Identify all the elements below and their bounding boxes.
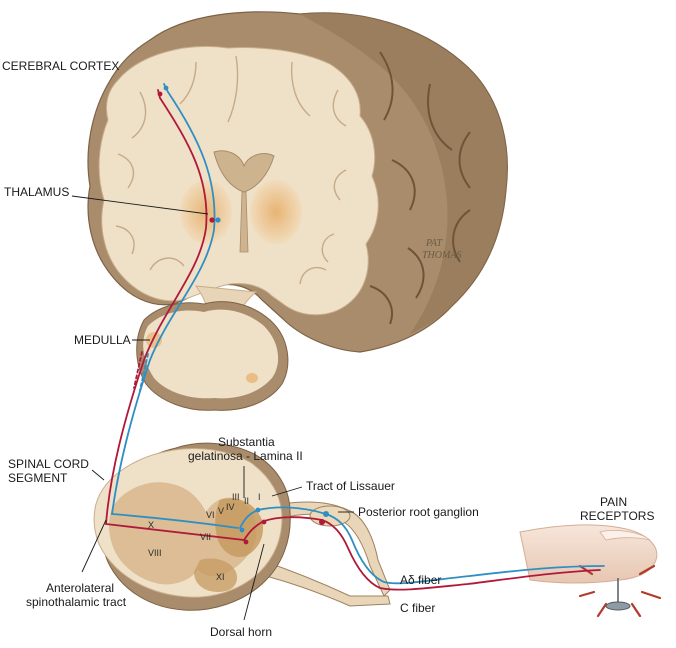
leader-lines [71,195,354,621]
lamina-ii-label: II [244,496,249,506]
lamina-xi-label: XI [216,572,225,582]
lamina-iv-label: IV [226,502,235,512]
lamina-labels: I II III IV V VI VII VIII X XI [148,492,261,582]
fingernail [599,530,651,541]
lamina-iii-label: III [232,492,240,502]
substantia-label-line1: Substantia [218,435,275,449]
ganglion-cell-a [323,511,329,517]
medulla-section [136,301,289,411]
lateral-ventricles [213,150,275,193]
cortex-terminal-c [157,91,163,97]
posterior-root-ganglion-label: Posterior root ganglion [358,505,479,519]
synapses [157,85,329,545]
dorsal-horn-leader [243,543,265,621]
cerebral-cortex-label: CEREBRAL CORTEX [2,59,119,73]
outer-sulci [369,51,471,325]
thalamus-leader [71,195,209,215]
thalamus-right [250,180,302,244]
anterolateral-label-line2: spinothalamic tract [26,595,127,609]
anterolateral-leader [81,519,107,573]
c-fiber-label: C fiber [400,601,435,615]
dorsal-horn-label: Dorsal horn [210,625,272,639]
lamina-v-label: V [218,506,224,516]
deep-synapse [243,539,249,545]
cortex-terminal-a [163,85,169,91]
tack-head [605,601,631,611]
c-fiber-peripheral [321,519,601,591]
a-delta-fiber-label: Aδ fiber [400,573,441,587]
a-delta-medulla-dashed [139,353,149,391]
a-delta-fiber-peripheral [325,513,605,585]
c-fiber-medulla-dashed [133,351,143,389]
medulla-cut-face [143,309,279,399]
tract-of-lissauer-label: Tract of Lissauer [306,479,395,493]
artist-signature-line2: THOMAS [422,250,461,261]
medulla-label: MEDULLA [74,333,131,347]
lissauer-leader [271,486,303,497]
spinal-cord-label-line2: SEGMENT [8,471,68,485]
fiber-pathways [105,83,605,591]
lamina-vii-label: VII [200,532,211,542]
lamina-i-synapse [255,507,261,513]
spinal-cord-segment [93,442,391,611]
labels: CEREBRAL CORTEX THALAMUS MEDULLA SPINAL … [2,59,654,639]
spinal-cord-label-line1: SPINAL CORD [8,457,89,471]
lamina-x-label: X [148,520,154,530]
pain-receptors-label-line1: PAIN [600,495,627,509]
thalamic-synapse-c [209,217,215,223]
lamina-vi-label: VI [206,510,215,520]
anterolateral-label-line1: Anterolateral [46,581,114,595]
anterior-root [257,559,391,607]
thalamic-synapse-a [215,217,221,223]
c-fiber-ascending [105,89,245,541]
spinal-cord-leader [91,469,105,481]
third-ventricle [239,191,249,253]
ventral-horn-region [194,558,238,592]
artist-signature-line1: PAT [425,238,444,249]
brain-coronal-section: PAT THOMAS [87,11,508,353]
lamina-viii-label: VIII [148,548,162,558]
lamina-ii-synapse [261,519,267,525]
lamina-i-label: I [258,492,261,502]
a-delta-fiber-ascending [110,83,239,529]
ganglion-cell-c [319,519,325,525]
lamina-v-synapse [239,527,245,533]
cortical-folds [115,55,347,285]
substantia-label-line2: gelatinosa - Lamina II [188,449,303,463]
medulla-nucleus [246,373,258,383]
pain-receptors-label-line2: RECEPTORS [580,509,654,523]
thalamus-label: THALAMUS [4,185,69,199]
